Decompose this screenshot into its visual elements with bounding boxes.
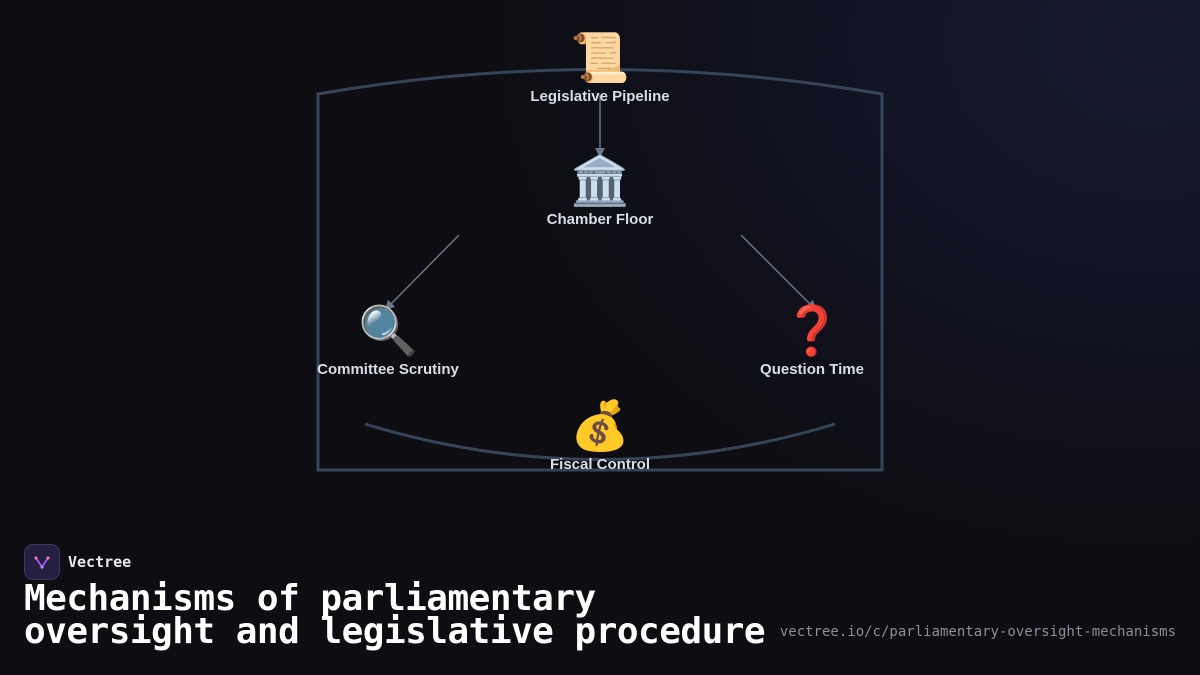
node-label: Committee Scrutiny	[317, 361, 459, 378]
node-label: Fiscal Control	[549, 456, 650, 473]
edge-chamber-question	[740, 234, 817, 311]
node-label: Chamber Floor	[546, 211, 654, 228]
brand-name: Vectree	[68, 553, 132, 571]
parliament-frame	[316, 68, 884, 472]
page-title: Mechanisms of parliamentary oversight an…	[24, 578, 766, 652]
vectree-logo-icon	[24, 544, 60, 580]
node-label: Question Time	[760, 361, 864, 378]
node-chamber-floor: 🏛️ Chamber Floor	[490, 153, 710, 228]
magnifying-glass-icon: 🔍	[358, 303, 418, 359]
node-fiscal-control: 💰 Fiscal Control	[490, 398, 710, 473]
classical-building-icon: 🏛️	[570, 153, 630, 209]
scroll-icon: 📜	[570, 30, 630, 86]
node-question-time: ❓ Question Time	[702, 303, 922, 378]
page-url[interactable]: vectree.io/c/parliamentary-oversight-mec…	[779, 624, 1176, 640]
node-legislative-pipeline: 📜 Legislative Pipeline	[490, 30, 710, 105]
node-committee-scrutiny: 🔍 Committee Scrutiny	[278, 303, 498, 378]
fiscal-arc	[364, 422, 836, 461]
edge-chamber-committee	[384, 234, 460, 311]
money-bag-icon: 💰	[570, 398, 630, 454]
question-mark-icon: ❓	[782, 303, 842, 359]
brand: Vectree	[24, 544, 131, 580]
node-label: Legislative Pipeline	[530, 88, 670, 105]
oversight-diagram	[316, 68, 884, 472]
